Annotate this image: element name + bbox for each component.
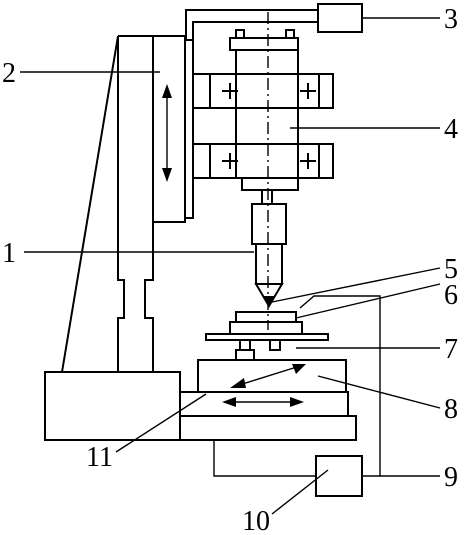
bolt-plus-icon bbox=[222, 83, 316, 169]
controller-box bbox=[315, 455, 363, 497]
spindle-head bbox=[192, 29, 334, 191]
callout-2: 2 bbox=[2, 58, 16, 89]
callout-10: 10 bbox=[242, 506, 270, 535]
leader-lines bbox=[20, 17, 441, 515]
arrow-diag-left-icon bbox=[230, 378, 246, 388]
arrow-up-icon bbox=[162, 84, 172, 98]
vertical-slide-guide bbox=[152, 35, 194, 223]
controller-wiring bbox=[213, 295, 440, 497]
callout-3: 3 bbox=[444, 4, 458, 35]
arrow-right-icon bbox=[290, 397, 304, 407]
column-frame bbox=[61, 35, 185, 373]
callout-7: 7 bbox=[444, 334, 458, 365]
callout-8: 8 bbox=[444, 394, 458, 425]
callout-4: 4 bbox=[444, 114, 458, 145]
arrow-left-icon bbox=[222, 397, 236, 407]
workpiece-fixture bbox=[205, 311, 329, 361]
indenter-tip bbox=[263, 296, 275, 306]
arrow-down-icon bbox=[162, 168, 172, 182]
arrow-diag-right-icon bbox=[292, 364, 306, 374]
callout-9: 9 bbox=[444, 462, 458, 493]
callout-5: 5 bbox=[444, 254, 458, 285]
callout-11: 11 bbox=[86, 442, 113, 473]
worktable bbox=[179, 359, 357, 441]
machine-base bbox=[44, 371, 181, 441]
callout-1: 1 bbox=[2, 238, 16, 269]
tool-holder bbox=[251, 189, 287, 308]
callout-6: 6 bbox=[444, 280, 458, 311]
